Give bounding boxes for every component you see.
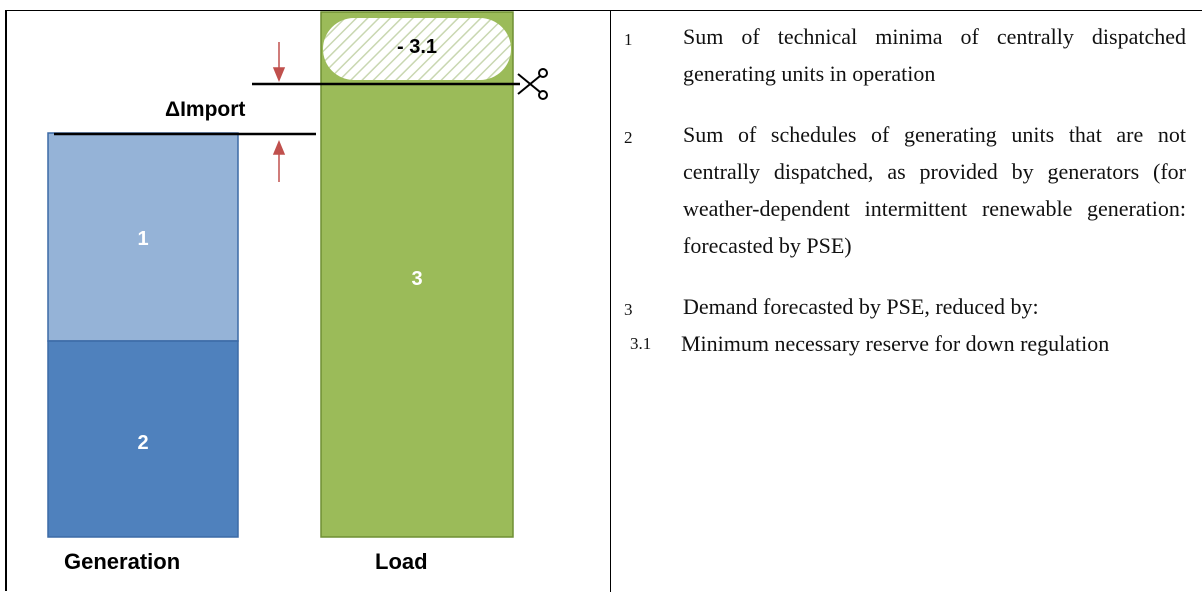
bar-technical-minima (47, 132, 239, 342)
legend-item-number: 1 (624, 30, 633, 49)
legend-subitem-text: Minimum necessary reserve for down regul… (681, 331, 1110, 356)
column-divider (610, 10, 611, 592)
legend-item-3: 3 Demand forecasted by PSE, reduced by: (620, 288, 1186, 325)
generation-axis-label: Generation (64, 549, 181, 574)
legend: 1 Sum of technical minima of centrally d… (620, 18, 1186, 362)
delta-arrow-down (272, 42, 286, 82)
scissors-icon (517, 68, 548, 100)
bar-label-3: 3 (411, 268, 423, 290)
legend-item-number: 2 (624, 128, 633, 147)
bar-label-1: 1 (137, 228, 149, 250)
legend-subitem-number: 3.1 (630, 334, 652, 353)
legend-subitem-3-1: 3.1 Minimum necessary reserve for down r… (620, 325, 1186, 362)
reserve-pill (323, 18, 511, 80)
load-axis-label: Load (375, 549, 428, 574)
legend-item-1: 1 Sum of technical minima of centrally d… (620, 18, 1186, 92)
delta-arrow-up (272, 140, 286, 182)
balance-diagram (47, 11, 548, 538)
bar-not-dispatched-schedules (47, 340, 239, 538)
legend-item-2: 2 Sum of schedules of generating units t… (620, 116, 1186, 264)
reserve-label: - 3.1 (396, 36, 438, 58)
bar-label-2: 2 (137, 432, 149, 454)
legend-item-number: 3 (624, 300, 633, 319)
table-frame (5, 10, 1202, 591)
legend-item-text: Sum of schedules of generating units tha… (683, 122, 1186, 258)
bar-demand (320, 11, 514, 538)
legend-item-text: Demand forecasted by PSE, reduced by: (683, 294, 1039, 319)
legend-item-text: Sum of technical minima of centrally dis… (683, 24, 1186, 86)
delta-import-label: ΔImport (165, 98, 246, 121)
